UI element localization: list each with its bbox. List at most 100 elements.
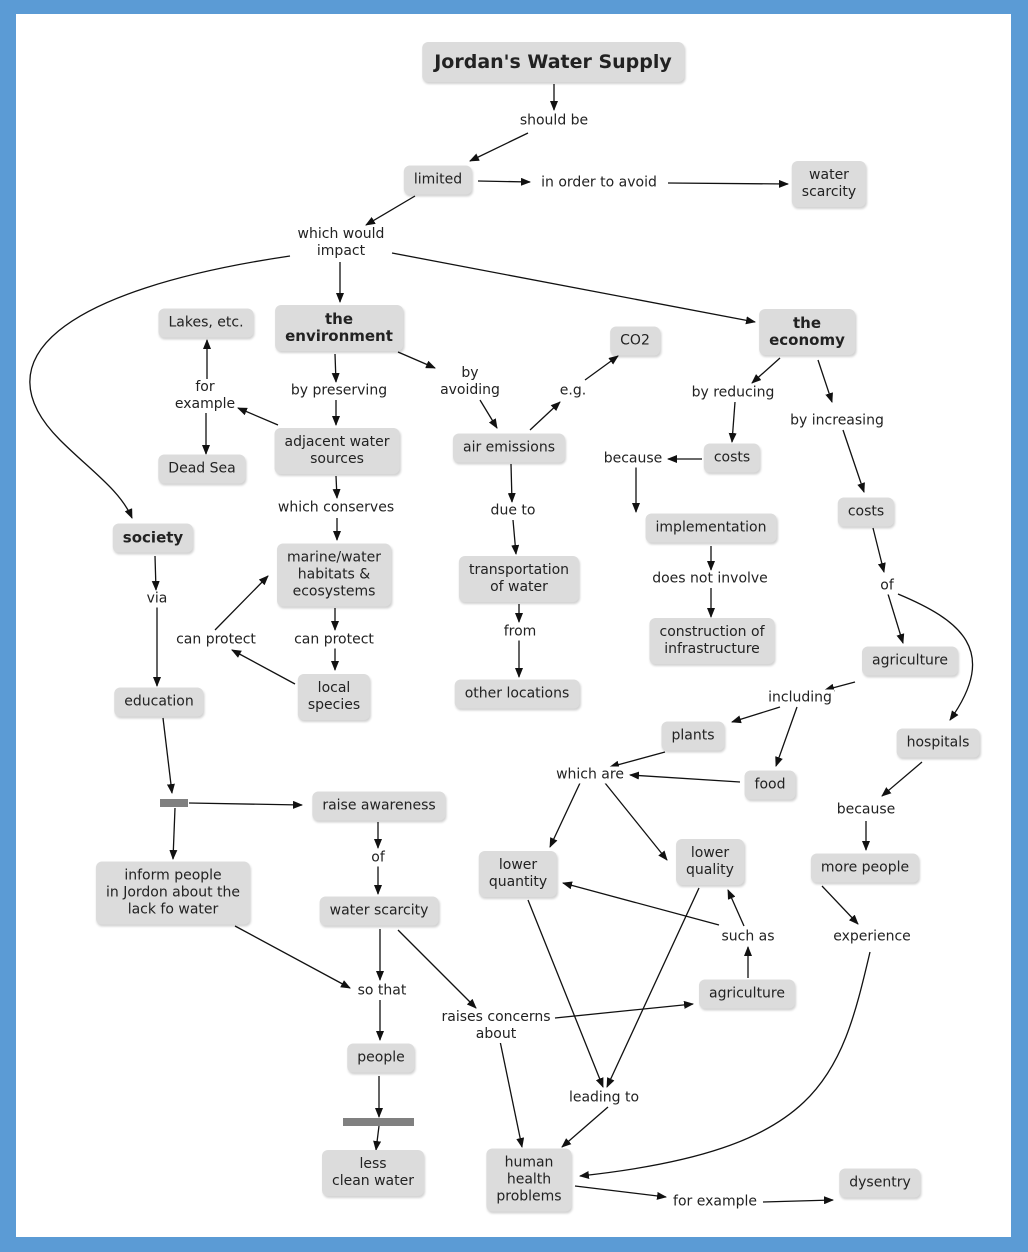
concept-plants: plants	[661, 721, 725, 751]
concept-water-scarcity-low: water scarcity	[319, 896, 439, 926]
edge	[897, 593, 974, 721]
concept-co2: CO2	[610, 326, 660, 356]
concept-costs: costs	[703, 443, 761, 473]
link-label: for example	[172, 379, 238, 413]
edge	[479, 399, 498, 429]
concept-construction: construction of infrastructure	[649, 618, 775, 664]
link-label: via	[144, 590, 170, 608]
edge	[817, 359, 833, 403]
link-label: such as	[719, 928, 777, 946]
link-label: including	[766, 689, 834, 707]
edge	[561, 1106, 609, 1148]
concept-local-species: local species	[297, 674, 371, 720]
concept-agriculture: agriculture	[862, 646, 958, 676]
edge	[881, 761, 923, 797]
link-label: experience	[831, 928, 913, 946]
junction-bar	[160, 799, 188, 807]
concept-agriculture-low: agriculture	[699, 979, 795, 1009]
edge	[527, 899, 604, 1088]
link-label: because	[834, 801, 898, 819]
concept-costs: costs	[837, 497, 895, 527]
link-label: raises concerns about	[439, 1009, 553, 1043]
link-label: by increasing	[788, 412, 886, 430]
edge	[667, 179, 789, 188]
edge	[188, 800, 303, 809]
junction-bar	[343, 1118, 414, 1126]
link-label: because	[601, 450, 665, 468]
concept-lower-quality: lower quality	[676, 839, 744, 885]
concept-environment: the environment	[275, 305, 403, 351]
edge	[554, 1000, 694, 1019]
concept-adjacent-water-sources: adjacent water sources	[274, 428, 400, 474]
concept-raise-awareness: raise awareness	[312, 791, 446, 821]
edge	[234, 925, 351, 989]
edge	[842, 429, 865, 493]
edge	[391, 252, 756, 325]
edge	[162, 717, 175, 794]
edge	[751, 357, 781, 384]
edge	[511, 519, 520, 555]
link-label: from	[501, 623, 539, 641]
concept-dysentry: dysentry	[839, 1168, 921, 1198]
edge	[237, 407, 279, 426]
edge	[331, 353, 340, 383]
edge	[604, 782, 668, 861]
link-label: can protect	[292, 631, 376, 649]
concept-air-emissions: air emissions	[452, 433, 566, 463]
link-label: e.g.	[557, 382, 589, 400]
edge	[151, 555, 160, 591]
edge	[821, 885, 859, 925]
concept-limited: limited	[403, 165, 473, 195]
edge	[373, 1125, 382, 1151]
edge	[775, 706, 798, 767]
link-label: so that	[355, 982, 409, 1000]
concept-water-scarcity: water scarcity	[791, 161, 867, 207]
link-label: of	[878, 577, 896, 595]
edge	[562, 881, 720, 926]
concept-food: food	[744, 770, 796, 800]
edge	[469, 132, 529, 162]
edge	[609, 751, 666, 769]
link-label: which would impact	[295, 226, 387, 260]
edge	[507, 463, 516, 503]
concept-implementation: implementation	[645, 513, 777, 543]
edge	[365, 195, 416, 226]
link-label: which conserves	[275, 499, 397, 517]
link-label: can protect	[174, 631, 258, 649]
edge	[214, 575, 269, 631]
concept-human-health-problems: human health problems	[486, 1148, 572, 1212]
concept-other-locations: other locations	[454, 679, 580, 709]
concept-society: society	[112, 523, 194, 553]
link-label: by avoiding	[438, 365, 502, 399]
concept-marine-habitats: marine/water habitats & ecosystems	[277, 543, 391, 607]
edge	[477, 177, 531, 186]
link-label: which are	[554, 766, 626, 784]
concept-economy: the economy	[759, 309, 855, 355]
edge	[332, 475, 341, 499]
concept-dead-sea: Dead Sea	[158, 454, 246, 484]
edge	[29, 255, 291, 519]
edge	[574, 1185, 667, 1200]
diagram-title: Jordan's Water Supply	[422, 42, 684, 82]
link-label: does not involve	[650, 570, 770, 588]
edge	[169, 807, 178, 860]
concept-inform-people: inform people in Jordon about the lack f…	[95, 861, 251, 925]
edge	[824, 681, 856, 692]
link-label: by preserving	[288, 382, 390, 400]
edge	[629, 771, 741, 783]
edge	[727, 889, 745, 927]
edge	[887, 593, 905, 644]
edge	[731, 706, 781, 724]
edge	[549, 782, 581, 848]
edge	[762, 1196, 834, 1205]
edge	[606, 887, 700, 1088]
concept-lower-quantity: lower quantity	[478, 851, 558, 897]
edge	[397, 351, 436, 369]
edge	[397, 929, 477, 1009]
link-label: of	[369, 849, 387, 867]
concept-lakes: Lakes, etc.	[158, 308, 254, 338]
edge	[872, 527, 886, 573]
concept-education: education	[114, 687, 204, 717]
concept-transportation: transportation of water	[458, 556, 580, 602]
